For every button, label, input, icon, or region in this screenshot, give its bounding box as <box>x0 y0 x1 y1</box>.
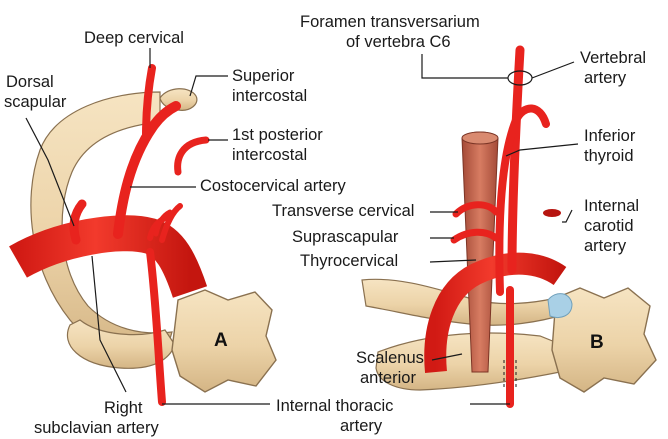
carotid-top <box>543 209 561 217</box>
internal-thoracic-artery-a <box>150 252 162 402</box>
label-internal-thoracic-line1: Internal thoracic <box>276 398 393 415</box>
label-superior-intercostal-line2: intercostal <box>232 88 307 105</box>
label-scalenus-line2: anterior <box>360 370 416 387</box>
panel-a-letter: A <box>214 330 228 352</box>
label-dorsal-scapular-line1: Dorsal <box>6 74 54 91</box>
label-inferior-thyroid-line2: thyroid <box>584 148 634 165</box>
label-dorsal-scapular-line2: scapular <box>4 94 66 111</box>
vertebral-artery <box>512 50 520 270</box>
label-vertebral-line1: Vertebral <box>580 50 646 67</box>
label-transverse-cervical: Transverse cervical <box>272 203 414 220</box>
label-superior-intercostal-line1: Superior <box>232 68 294 85</box>
panel-b-letter: B <box>590 332 604 354</box>
label-right-subclavian-line2: subclavian artery <box>34 420 159 437</box>
label-internal-carotid-line1: Internal <box>584 198 639 215</box>
right-subclavian-artery <box>18 233 190 292</box>
scalenus-top <box>462 132 498 144</box>
label-vertebral-line2: artery <box>584 70 626 87</box>
label-internal-thoracic-line2: artery <box>340 418 382 435</box>
label-internal-carotid-line3: artery <box>584 238 626 255</box>
label-foramen-line2: of vertebra C6 <box>346 34 451 51</box>
label-suprascapular: Suprascapular <box>292 229 398 246</box>
label-internal-carotid-line2: carotid <box>584 218 634 235</box>
label-foramen-line1: Foramen transversarium <box>300 14 480 31</box>
label-thyrocervical: Thyrocervical <box>300 253 398 270</box>
label-scalenus-line1: Scalenus <box>356 350 424 367</box>
label-inferior-thyroid-line1: Inferior <box>584 128 635 145</box>
posterior-intercostal-artery <box>178 140 206 172</box>
costal-cartilage-b <box>548 294 572 318</box>
label-posterior-intercostal-line1: 1st posterior <box>232 127 323 144</box>
label-costocervical-artery: Costocervical artery <box>200 178 346 195</box>
label-deep-cervical: Deep cervical <box>84 30 184 47</box>
label-right-subclavian-line1: Right <box>104 400 143 417</box>
label-posterior-intercostal-line2: intercostal <box>232 147 307 164</box>
